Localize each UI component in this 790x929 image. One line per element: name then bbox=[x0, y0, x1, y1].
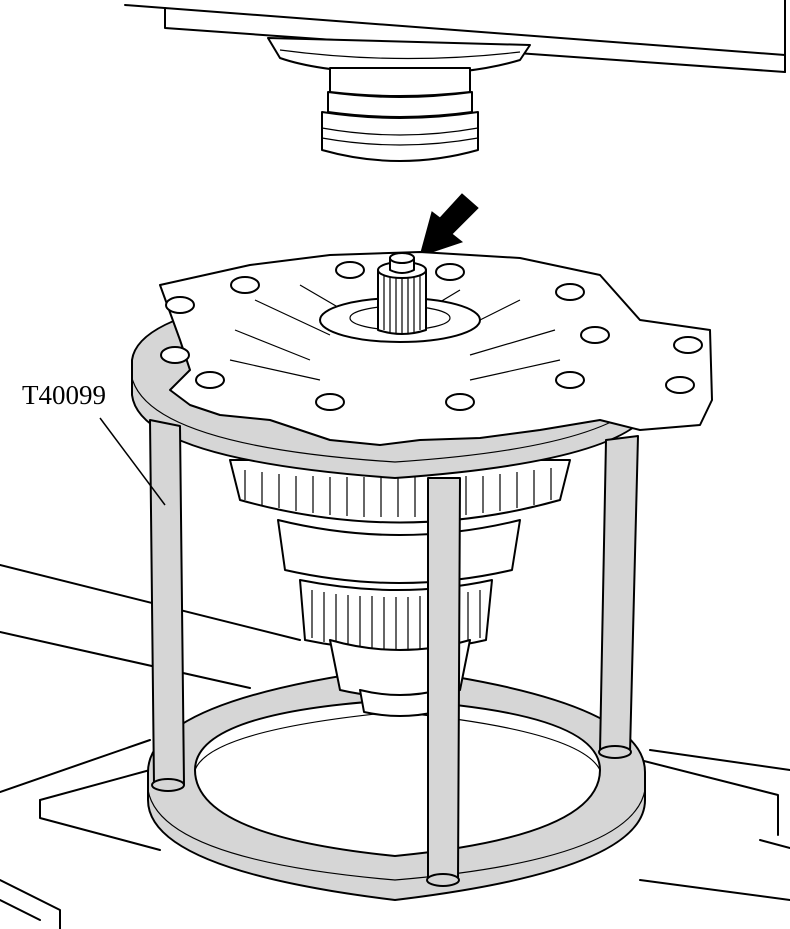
workbench bbox=[0, 564, 790, 929]
tool-support-rods bbox=[149, 419, 639, 887]
callout-leader-line bbox=[99, 417, 166, 506]
gear-shaft-assembly bbox=[229, 459, 571, 717]
press-plate bbox=[124, 0, 786, 73]
tool-callout-label: T40099 bbox=[22, 380, 106, 410]
press-direction-arrow bbox=[419, 193, 479, 257]
clutch-housing bbox=[159, 251, 713, 446]
press-ram bbox=[267, 37, 531, 162]
input-shaft bbox=[377, 252, 427, 335]
